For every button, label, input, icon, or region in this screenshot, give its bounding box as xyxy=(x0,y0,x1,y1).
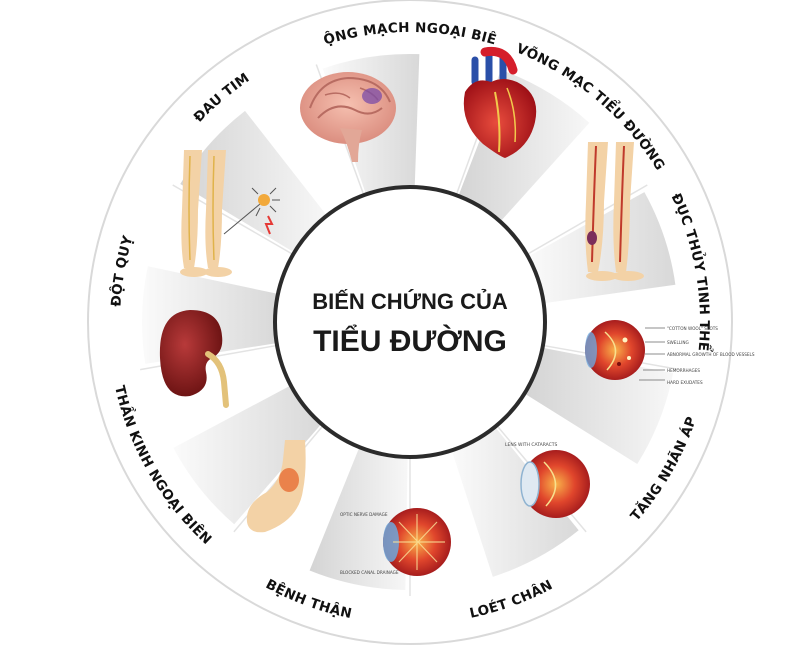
eye-annotation: SWELLING xyxy=(667,340,689,345)
eye-annotation: LENS WITH CATARACTS xyxy=(505,442,558,448)
eye-annotation: BLOCKED CANAL DRAINAGE xyxy=(340,570,399,575)
segment-wedge xyxy=(309,447,408,590)
retina-annotations: "COTTON WOOL" SPOTS SWELLING ABNORMAL GROW… xyxy=(667,326,755,385)
center-title-line2: TIỂU ĐƯỜNG xyxy=(313,324,507,358)
cataract-annotations: LENS WITH CATARACTS xyxy=(505,442,558,448)
segment-wedge xyxy=(173,385,322,525)
segment-wedge xyxy=(451,426,579,577)
legs-arteries-icon xyxy=(585,142,644,281)
brain-icon xyxy=(300,72,396,162)
segment-wedge xyxy=(180,110,327,253)
center-circle xyxy=(273,185,547,459)
heart-icon xyxy=(463,46,537,158)
segment-wedge xyxy=(458,71,590,222)
center-title-line1: BIẾN CHỨNG CỦA xyxy=(312,289,508,314)
retina-eye-icon xyxy=(585,320,665,381)
eye-annotation: HEMORRHAGES xyxy=(667,368,700,373)
segment-wedge xyxy=(524,347,674,465)
glaucoma-eye-icon xyxy=(383,508,451,576)
glaucoma-annotations: BLOCKED CANAL DRAINAGE OPTIC NERVE DAMAGE xyxy=(340,512,399,575)
eye-annotation: HARD EXUDATES xyxy=(667,380,703,385)
legs-nerves-icon xyxy=(180,150,280,277)
cataract-eye-icon xyxy=(520,450,590,518)
kidney-icon xyxy=(159,310,229,408)
eye-annotation: ABNORMAL GROWTH OF BLOOD VESSELS xyxy=(667,352,755,357)
foot-ulcer-icon xyxy=(246,440,306,533)
eye-annotation: "COTTON WOOL" SPOTS xyxy=(667,326,718,331)
eye-annotation: OPTIC NERVE DAMAGE xyxy=(340,512,388,517)
